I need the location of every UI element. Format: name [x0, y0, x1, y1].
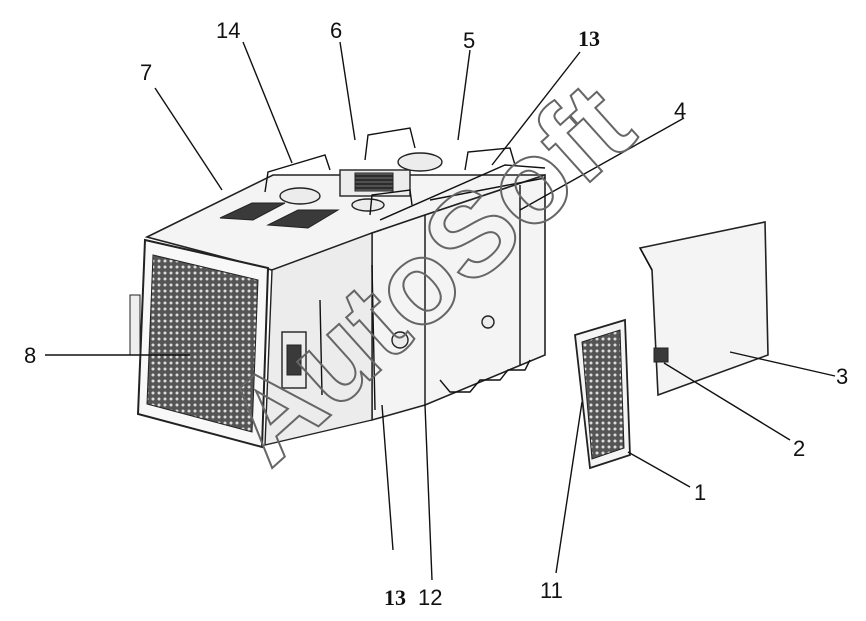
label-13-top: 13: [578, 26, 600, 51]
rear-side-door-panel: [638, 221, 769, 397]
label-1: 1: [694, 480, 706, 505]
label-14: 14: [216, 18, 240, 43]
front-grille-panel: [129, 238, 270, 449]
label-3: 3: [836, 364, 848, 389]
label-8: 8: [24, 343, 36, 368]
side-panel-details: [281, 264, 495, 411]
label-11: 11: [540, 578, 563, 603]
part-labels: 14 6 5 13 4 7 8 3 2 1 11 12 13: [24, 18, 848, 610]
label-4: 4: [674, 98, 686, 123]
top-lifting-handles: [264, 127, 516, 216]
label-6: 6: [330, 18, 342, 43]
label-7: 7: [140, 60, 152, 85]
label-12: 12: [418, 585, 442, 610]
detached-grille-panel: [574, 318, 631, 470]
label-2: 2: [793, 436, 805, 461]
leader-lines: [45, 41, 836, 581]
label-13-bottom: 13: [384, 585, 406, 610]
generator-housing: [144, 152, 546, 446]
label-5: 5: [463, 28, 475, 53]
door-latch: [653, 347, 669, 363]
